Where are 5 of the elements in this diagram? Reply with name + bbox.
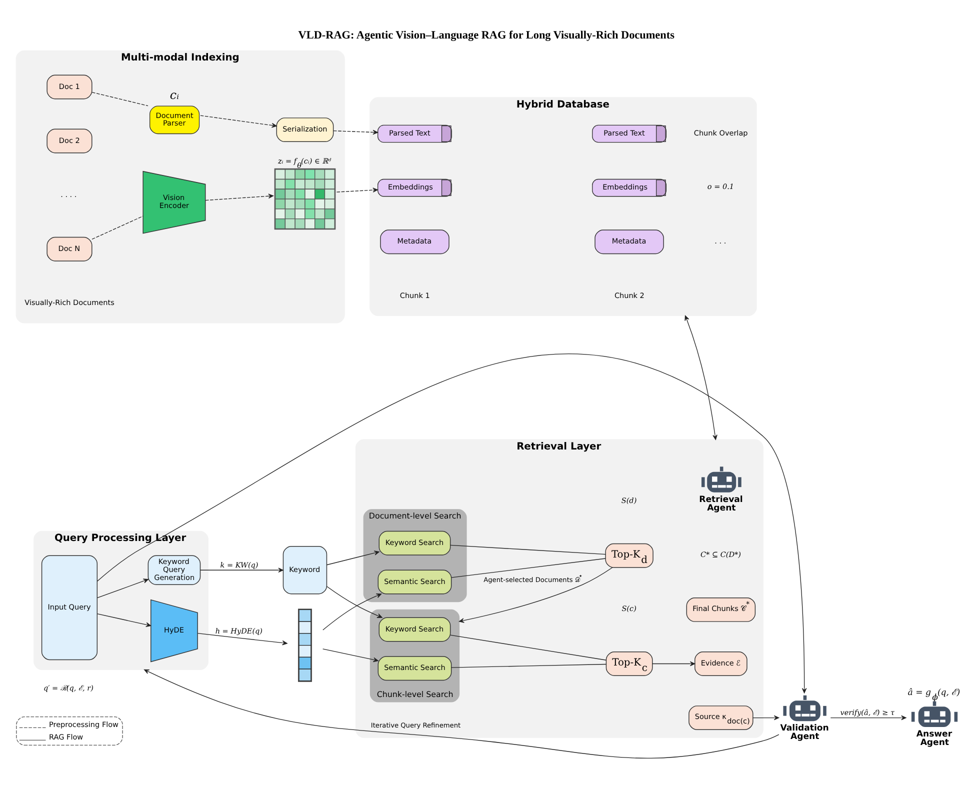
node-label: cᵢ <box>170 88 179 102</box>
diagram-title: VLD-RAG: Agentic Vision–Language RAG for Long Visually-Rich Documents <box>298 30 674 42</box>
node-label: Retrieval Agent <box>699 494 743 514</box>
node-label: Answer Agent <box>916 730 952 748</box>
node-label: Validation Agent <box>780 724 829 742</box>
